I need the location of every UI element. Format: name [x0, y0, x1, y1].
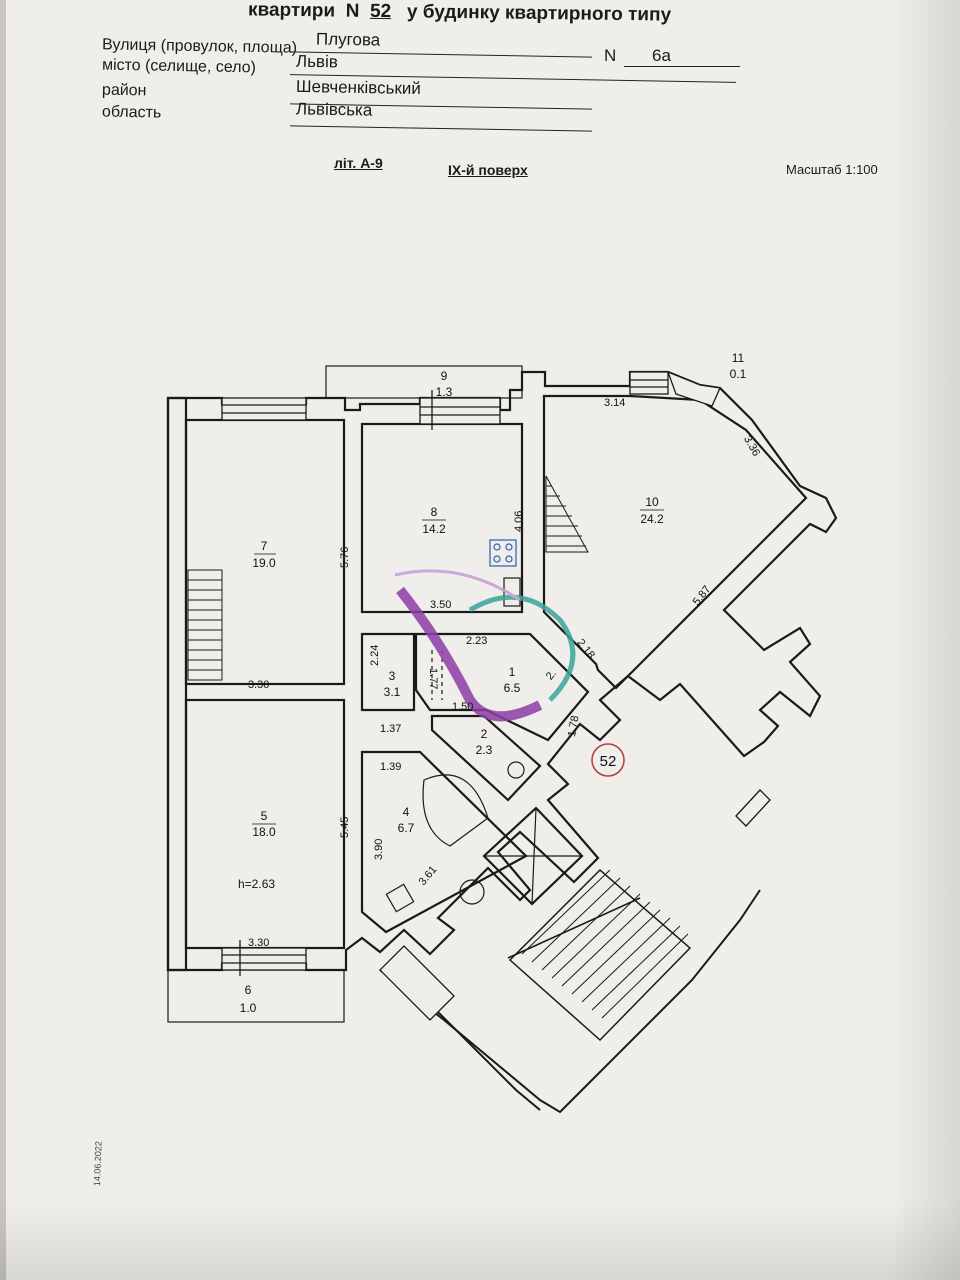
number-underline	[624, 66, 740, 67]
room-1-area: 6.5	[504, 681, 521, 695]
room-7-no: 7	[261, 539, 268, 553]
shaft-circle	[459, 879, 485, 905]
room-11-area: 0.1	[730, 367, 747, 381]
dim-576: 5.76	[339, 547, 351, 568]
window-stair	[379, 945, 455, 1021]
stair-hatch-10	[545, 475, 589, 553]
page-edge	[0, 0, 6, 1280]
room-8-no: 8	[431, 505, 438, 519]
room-8-area: 14.2	[422, 522, 446, 536]
wall-fill-left	[166, 396, 188, 972]
stair-lower-wall	[429, 1003, 541, 1111]
room-3-outline	[360, 632, 416, 712]
room-2-area: 2.3	[476, 743, 493, 757]
room-2-no: 2	[481, 727, 488, 741]
dim-177: 1.77	[427, 668, 439, 689]
dim-314: 3.14	[604, 397, 625, 409]
watermark-logo	[394, 569, 576, 722]
room-8-outline	[360, 422, 524, 614]
bathtub	[422, 774, 489, 847]
stair-outline	[508, 868, 692, 1042]
ceiling-height: h=2.63	[238, 877, 275, 891]
dim-139: 1.39	[380, 761, 401, 773]
room-7-area: 19.0	[252, 556, 276, 570]
room-9-area: 1.3	[436, 385, 453, 399]
room-1-outline	[414, 632, 590, 742]
window-east	[735, 789, 771, 827]
document-date: 14.06.2022	[92, 1140, 104, 1187]
room-9-no: 9	[441, 369, 448, 383]
dim-545: 5.45	[339, 817, 351, 838]
stair-steps	[507, 869, 689, 1019]
window-corner	[666, 370, 721, 407]
scale-label: Масштаб 1:100	[786, 162, 878, 177]
elevator-cross	[484, 807, 582, 905]
dim-587: 5.87	[691, 584, 714, 608]
stair-hatch-7	[187, 569, 223, 681]
stove	[489, 539, 517, 567]
dim-336: 3.36	[741, 434, 762, 459]
apartment-badge-circle	[591, 743, 625, 777]
dim-224: 2.24	[369, 645, 381, 666]
dim-361: 3.61	[417, 864, 440, 888]
room-10-no: 10	[645, 495, 659, 509]
room-11-no: 11	[732, 351, 745, 365]
room-4-outline	[360, 750, 528, 934]
dim-2x: 2.	[544, 668, 559, 683]
floor-label: IX-й поверх	[448, 162, 528, 178]
window-room-5	[221, 947, 307, 971]
apartment-badge: 52	[600, 753, 617, 770]
dim-150: 1.50	[452, 701, 473, 713]
building-letter: літ. А-9	[334, 155, 383, 171]
dim-218: 2.18	[574, 637, 597, 661]
dim-390: 3.90	[373, 839, 385, 860]
dim-223: 2.23	[466, 635, 487, 647]
page-shadow-right	[890, 0, 960, 1280]
room-10-area: 24.2	[640, 512, 664, 526]
room-6-no: 6	[245, 983, 252, 997]
room-5-area: 18.0	[252, 825, 276, 839]
room-1-no: 1	[509, 665, 516, 679]
dim-330-top: 3.30	[248, 679, 269, 691]
balcony-9	[325, 365, 523, 399]
window-room-10	[629, 371, 669, 395]
dim-406: 4.06	[513, 511, 525, 532]
room-2-outline	[430, 714, 542, 802]
bath-sink	[385, 883, 415, 913]
number-value: 6а	[652, 46, 671, 65]
page-shadow-bottom	[0, 1200, 960, 1280]
window-room-8	[419, 397, 501, 425]
room-3-area: 3.1	[384, 685, 401, 699]
room-4-area: 6.7	[398, 821, 415, 835]
room-4-no: 4	[403, 805, 410, 819]
dim-330-bottom: 3.30	[248, 937, 269, 949]
room-6-area: 1.0	[240, 1001, 257, 1015]
dim-178: 1.78	[566, 715, 582, 738]
dim-350: 3.50	[430, 599, 451, 611]
toilet	[507, 761, 525, 779]
window-room-7	[221, 397, 307, 421]
number-label: N	[604, 46, 617, 65]
room-3-no: 3	[389, 669, 396, 683]
dim-137: 1.37	[380, 723, 401, 735]
room-5-no: 5	[261, 809, 268, 823]
